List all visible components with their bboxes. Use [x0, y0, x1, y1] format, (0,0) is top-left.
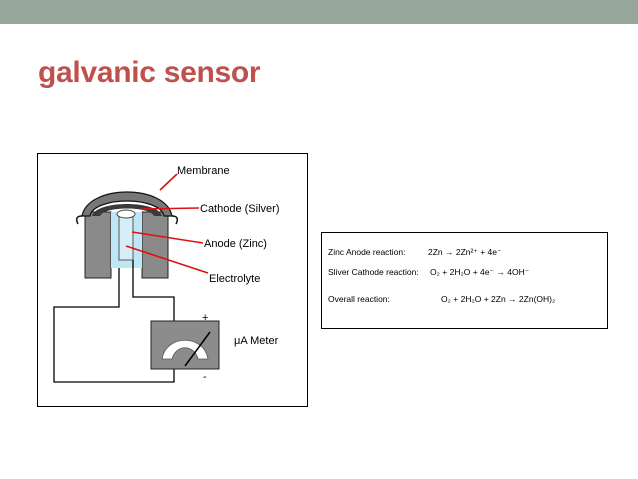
zinc-anode — [118, 215, 134, 261]
reaction-row-zinc-anode: Zinc Anode reaction: 2Zn → 2Zn²⁺ + 4e⁻ — [328, 247, 501, 257]
sensor-body-left — [84, 211, 112, 279]
slide-title: galvanic sensor — [38, 56, 261, 89]
top-banner — [0, 0, 638, 24]
label-membrane: Membrane — [177, 165, 230, 177]
meter-needle — [184, 331, 211, 367]
pointer-cathode — [140, 207, 200, 210]
reaction-row-overall: Overall reaction: O₂ + 2H₂O + 2Zn → 2Zn(… — [328, 294, 555, 304]
reaction-equation: 2Zn → 2Zn²⁺ + 4e⁻ — [428, 247, 502, 257]
sensor-body-right — [141, 211, 169, 279]
reaction-equation: O₂ + 2H₂O + 4e⁻ → 4OH⁻ — [430, 267, 530, 277]
reaction-equation: O₂ + 2H₂O + 2Zn → 2Zn(OH)₂ — [441, 294, 556, 304]
wire-negative — [53, 268, 175, 383]
pointer-membrane — [159, 173, 178, 191]
label-anode: Anode (Zinc) — [204, 238, 267, 250]
wire-positive — [132, 260, 175, 321]
membrane-dome — [81, 191, 173, 217]
label-minus: - — [203, 371, 207, 383]
reaction-label: Zinc Anode reaction: — [328, 247, 406, 257]
label-electrolyte: Electrolyte — [209, 273, 260, 285]
pointer-anode — [131, 231, 204, 244]
reaction-label: Sliver Cathode reaction: — [328, 267, 419, 277]
silver-cathode — [92, 204, 162, 216]
meter-scale — [161, 339, 209, 360]
label-cathode: Cathode (Silver) — [200, 203, 279, 215]
reaction-label: Overall reaction: — [328, 294, 390, 304]
label-meter: μA Meter — [234, 335, 279, 347]
clamp-right — [171, 215, 179, 225]
label-plus: + — [202, 312, 208, 324]
anode-top — [116, 209, 136, 219]
sensor-diagram-svg: Membrane Cathode (Silver) Anode (Zinc) E… — [53, 165, 279, 383]
reaction-panel: Zinc Anode reaction: 2Zn → 2Zn²⁺ + 4e⁻ S… — [321, 232, 608, 329]
clamp-left — [75, 215, 83, 225]
sensor-diagram: Membrane Cathode (Silver) Anode (Zinc) E… — [37, 153, 308, 407]
pointer-electrolyte — [125, 245, 209, 274]
reaction-row-silver-cathode: Sliver Cathode reaction: O₂ + 2H₂O + 4e⁻… — [328, 267, 529, 277]
